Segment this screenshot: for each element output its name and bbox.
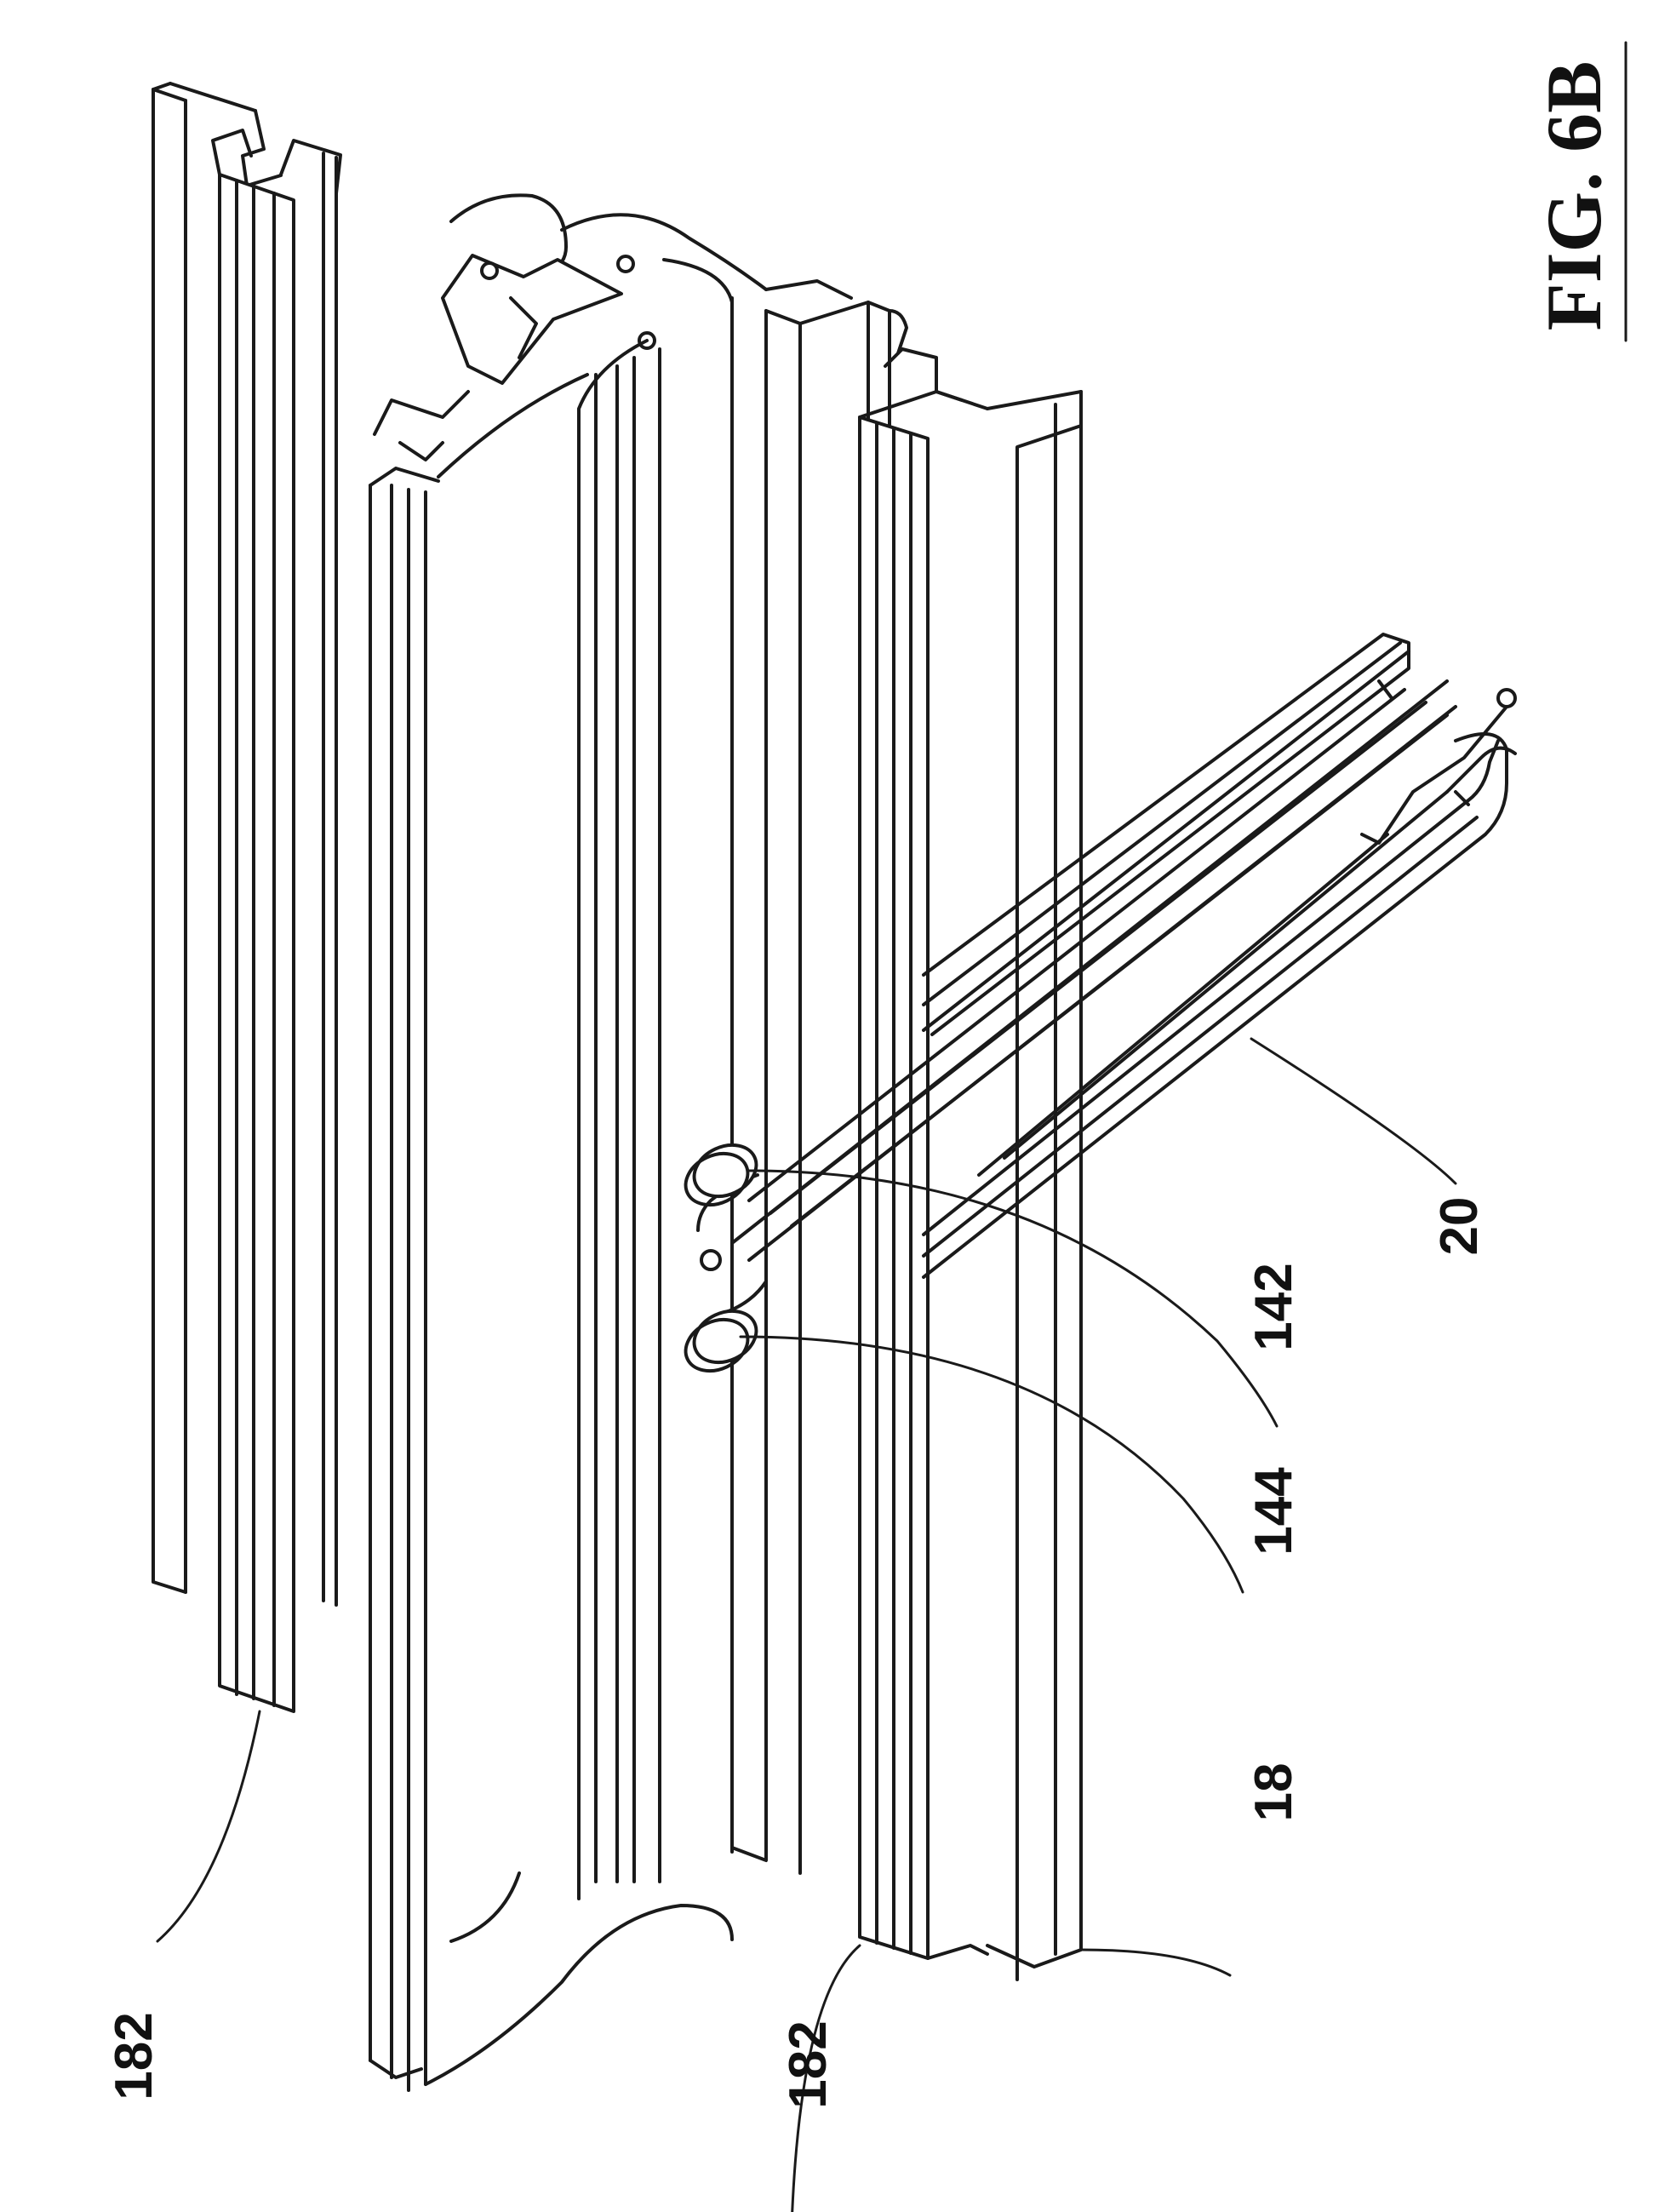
leader-18 [1081,1950,1230,1975]
figure-label-text: FIG. 6B [1530,61,1617,331]
leader-144 [741,1337,1243,1592]
rail-182-right [860,349,987,1958]
numeral-182-bottom: 182 [779,2020,838,2108]
base-plate-18 [928,392,1081,1980]
central-connector-node [375,195,851,460]
reference-numerals: 182 182 18 144 142 20 [105,1197,1489,2109]
leader-20 [1251,1039,1456,1183]
numeral-18: 18 [1244,1763,1303,1822]
numeral-144: 144 [1244,1467,1303,1556]
main-profile-body [370,260,732,2090]
leader-142 [749,1171,1277,1426]
numeral-20: 20 [1430,1197,1489,1256]
numeral-182-top: 182 [105,2012,163,2100]
rail-182-left [213,130,294,1711]
pin-142 [678,1136,765,1215]
leader-182-top [157,1711,260,1941]
pin-144 [678,1302,765,1381]
figure-label: FIG. 6B [1530,43,1626,341]
numeral-142: 142 [1244,1263,1303,1350]
strap-arms [698,681,1456,1315]
